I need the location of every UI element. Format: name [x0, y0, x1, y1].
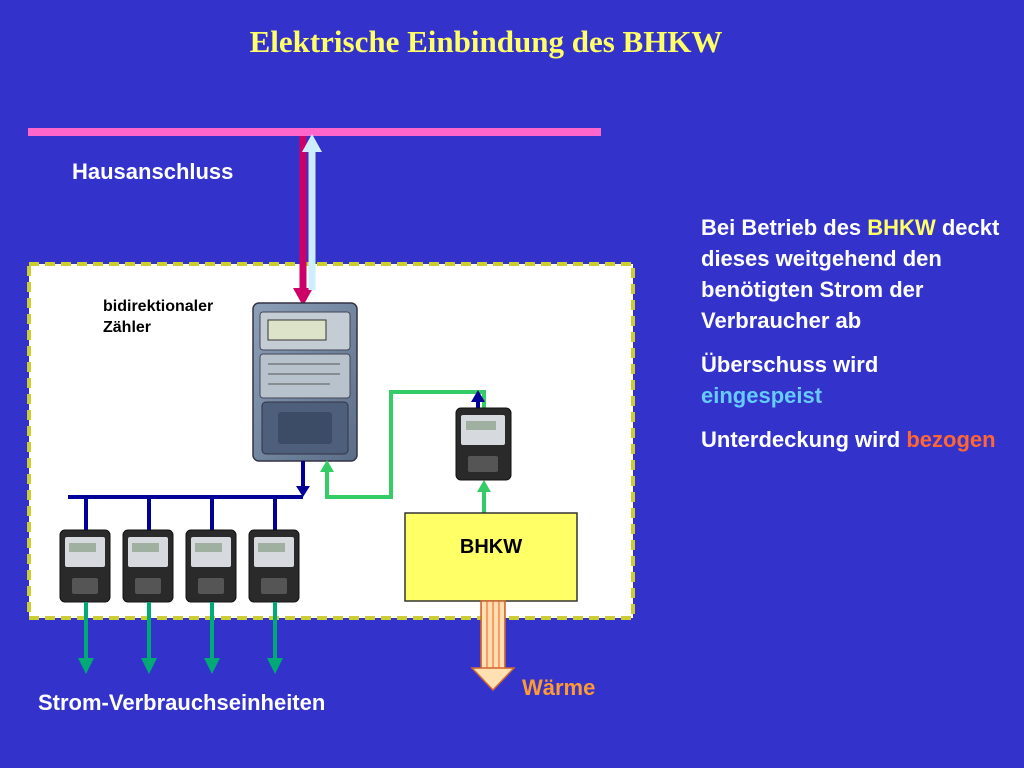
bhkw-label: BHKW [459, 536, 523, 558]
consumer-arrow [204, 602, 220, 674]
info-p1-text-end: deckt dieses weitgehend den benötigten S… [701, 215, 1000, 333]
consumer-meters [59, 529, 300, 603]
info-p3-text: Unterdeckung wird [701, 427, 907, 452]
consumer-arrow [267, 602, 283, 674]
export-arrow [302, 134, 322, 290]
meter-label: bidirektionaler Zähler [103, 296, 213, 338]
heat-arrow [470, 600, 516, 692]
consumer-meter [185, 529, 237, 603]
info-p1-text: Bei Betrieb des [701, 215, 868, 240]
consumer-arrow [141, 602, 157, 674]
meter-label-line2: Zähler [103, 319, 152, 336]
bidirectional-meter [252, 302, 358, 462]
consumer-arrows [78, 602, 283, 674]
info-p2-text: Überschuss wird [701, 352, 879, 377]
slide-title: Elektrische Einbindung des BHKW [249, 24, 723, 59]
consumer-meter [248, 529, 300, 603]
generation-line [320, 390, 491, 513]
consumer-meter [122, 529, 174, 603]
info-paragraph-2: Überschuss wird eingespeist [701, 349, 1001, 411]
info-text: Bei Betrieb des BHKW deckt dieses weitge… [701, 212, 1001, 468]
consumer-bus [68, 461, 310, 530]
import-arrow [293, 136, 313, 306]
consumers-label: Strom-Verbrauchseinheiten [38, 690, 326, 715]
bhkw-box [404, 512, 578, 602]
info-p1-highlight: BHKW [867, 215, 936, 240]
heat-label: Wärme [522, 675, 596, 700]
bhkw-meter [455, 390, 512, 481]
hausanschluss-label: Hausanschluss [72, 159, 234, 184]
info-paragraph-1: Bei Betrieb des BHKW deckt dieses weitge… [701, 212, 1001, 336]
info-p3-highlight: bezogen [906, 427, 996, 452]
consumer-meter [59, 529, 111, 603]
info-p2-highlight: eingespeist [701, 383, 823, 408]
info-paragraph-3: Unterdeckung wird bezogen [701, 424, 1001, 455]
consumer-arrow [78, 602, 94, 674]
meter-label-line1: bidirektionaler [103, 298, 214, 315]
